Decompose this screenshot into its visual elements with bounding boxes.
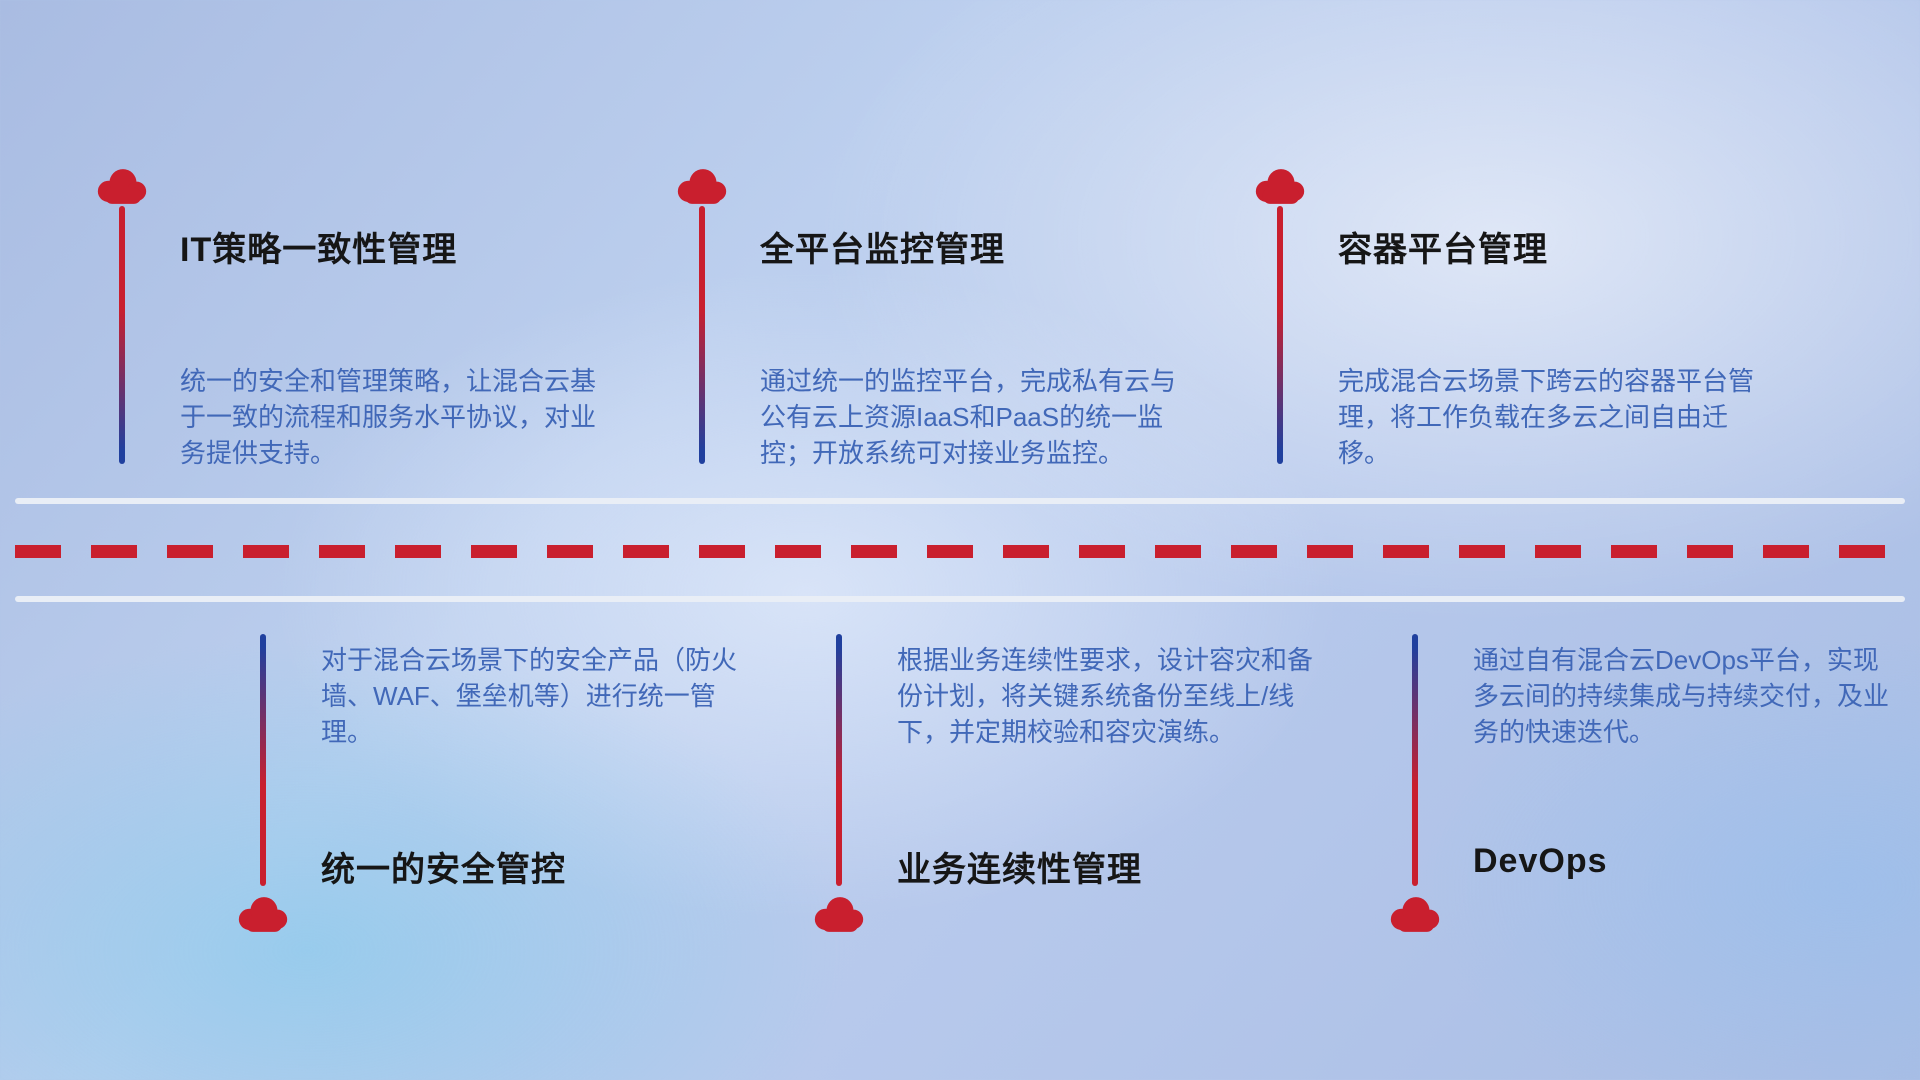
feature-title: 全平台监控管理 xyxy=(760,231,1005,269)
divider-solid-bottom xyxy=(15,596,1905,602)
feature-description: 通过自有混合云DevOps平台，实现多云间的持续集成与持续交付，及业务的快速迭代… xyxy=(1473,645,1890,747)
feature-item-it-policy: IT策略一致性管理 统一的安全和管理策略，让混合云基于一致的流程和服务水平协议，… xyxy=(97,169,642,484)
feature-item-business-continuity: 根据业务连续性要求，设计容灾和备份计划，将关键系统备份至线上/线下，并定期校验和… xyxy=(814,630,1359,952)
timeline-pin xyxy=(836,634,842,886)
divider-solid-top xyxy=(15,498,1905,504)
cloud-icon xyxy=(1390,897,1440,932)
timeline-pin xyxy=(119,206,125,464)
feature-title: 统一的安全管控 xyxy=(321,851,566,889)
feature-title: 容器平台管理 xyxy=(1338,231,1548,269)
feature-item-container-platform: 容器平台管理 完成混合云场景下跨云的容器平台管理，将工作负载在多云之间自由迁移。 xyxy=(1255,169,1800,484)
cloud-icon xyxy=(1255,169,1305,204)
timeline-pin xyxy=(260,634,266,886)
feature-description: 统一的安全和管理策略，让混合云基于一致的流程和服务水平协议，对业务提供支持。 xyxy=(180,366,597,468)
feature-title: IT策略一致性管理 xyxy=(180,231,458,269)
timeline-pin xyxy=(1412,634,1418,886)
feature-description: 通过统一的监控平台，完成私有云与公有云上资源IaaS和PaaS的统一监控；开放系… xyxy=(760,366,1177,468)
timeline-pin xyxy=(699,206,705,464)
feature-description: 完成混合云场景下跨云的容器平台管理，将工作负载在多云之间自由迁移。 xyxy=(1338,366,1755,468)
feature-description: 对于混合云场景下的安全产品（防火墙、WAF、堡垒机等）进行统一管理。 xyxy=(321,645,738,747)
divider-dashed-line xyxy=(15,545,1905,558)
cloud-icon xyxy=(97,169,147,204)
cloud-icon xyxy=(238,897,288,932)
feature-title: 业务连续性管理 xyxy=(897,851,1142,889)
feature-title: DevOps xyxy=(1473,842,1608,880)
feature-item-monitoring: 全平台监控管理 通过统一的监控平台，完成私有云与公有云上资源IaaS和PaaS的… xyxy=(677,169,1222,484)
feature-item-devops: 通过自有混合云DevOps平台，实现多云间的持续集成与持续交付，及业务的快速迭代… xyxy=(1390,630,1920,952)
cloud-icon xyxy=(677,169,727,204)
cloud-icon xyxy=(814,897,864,932)
feature-description: 根据业务连续性要求，设计容灾和备份计划，将关键系统备份至线上/线下，并定期校验和… xyxy=(897,645,1314,747)
feature-item-security-control: 对于混合云场景下的安全产品（防火墙、WAF、堡垒机等）进行统一管理。 统一的安全… xyxy=(238,630,783,952)
timeline-pin xyxy=(1277,206,1283,464)
